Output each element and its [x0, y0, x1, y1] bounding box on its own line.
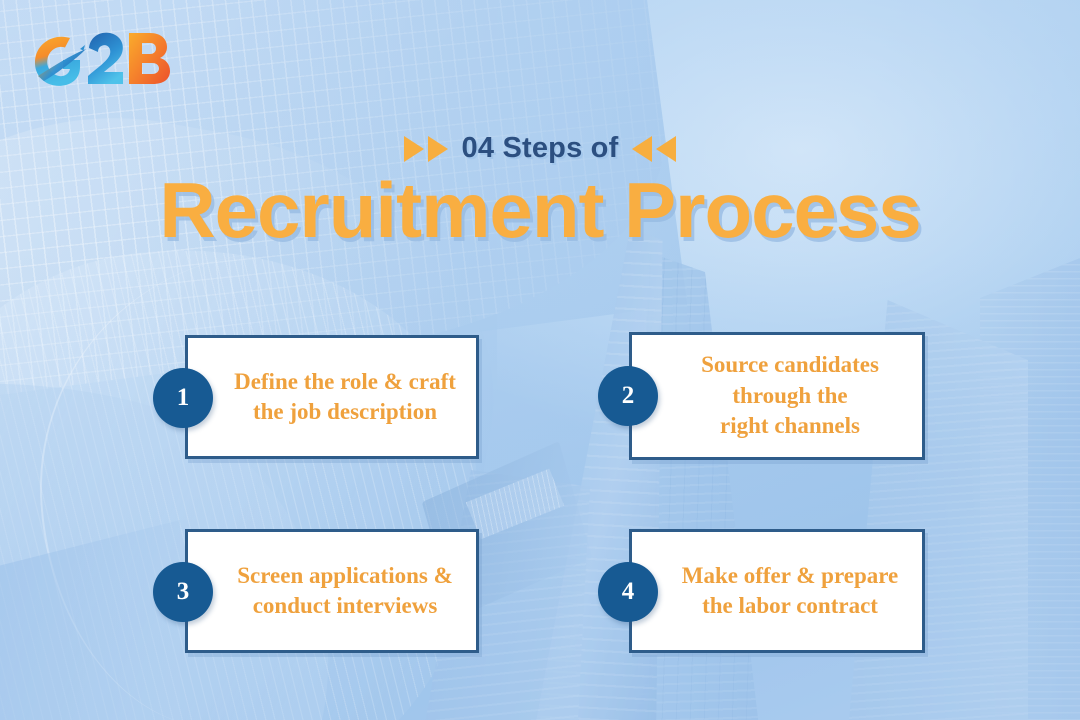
- step-card-1-text: Define the role & craft the job descript…: [234, 368, 456, 424]
- logo-g2b[interactable]: [26, 24, 186, 96]
- eyebrow-row: 04 Steps of: [0, 132, 1080, 165]
- header-block: 04 Steps of Recruitment Process: [0, 132, 1080, 251]
- eyebrow-text: 04 Steps of: [461, 132, 619, 164]
- step-badge-4: 4: [598, 562, 658, 622]
- step-card-2-text: Source candidates through the right chan…: [701, 352, 879, 439]
- step-card-3[interactable]: Screen applications & conduct interviews: [185, 529, 479, 653]
- step-card-4[interactable]: Make offer & prepare the labor contract: [629, 529, 925, 653]
- page-title: Recruitment Process: [159, 166, 921, 254]
- step-card-2[interactable]: Source candidates through the right chan…: [629, 332, 925, 460]
- step-badge-1: 1: [153, 368, 213, 428]
- step-card-3-text: Screen applications & conduct interviews: [237, 562, 453, 618]
- step-card-4-text: Make offer & prepare the labor contract: [681, 562, 899, 618]
- step-card-1[interactable]: Define the role & craft the job descript…: [185, 335, 479, 459]
- step-badge-3: 3: [153, 562, 213, 622]
- double-triangle-right-icon: [403, 135, 448, 162]
- double-triangle-left-icon: [632, 135, 677, 162]
- step-badge-2: 2: [598, 366, 658, 426]
